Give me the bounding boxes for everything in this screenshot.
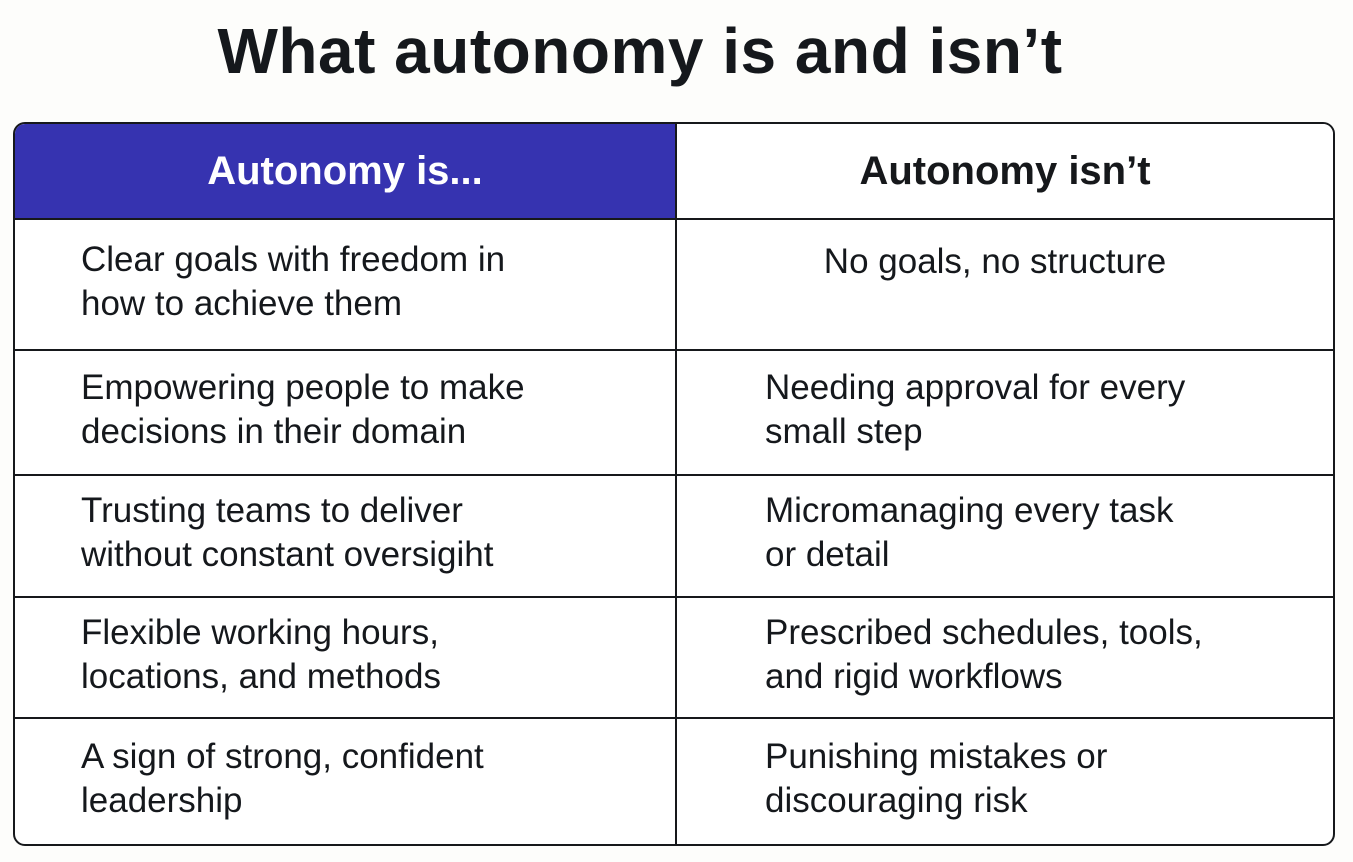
header-label: Autonomy isn’t (859, 149, 1151, 193)
table-cell-isnt: No goals, no structure (677, 220, 1333, 351)
table-cell-isnt: Prescribed schedules, tools, and rigid w… (677, 598, 1333, 719)
cell-text: Trusting teams to deliver without consta… (81, 491, 494, 574)
table-cell-is: Clear goals with freedom in how to achie… (15, 220, 677, 351)
header-autonomy-is: Autonomy is... (15, 124, 677, 220)
cell-text: No goals, no structure (823, 242, 1167, 281)
table-cell-is: Trusting teams to deliver without consta… (15, 476, 677, 598)
comparison-table: Autonomy is... Autonomy isn’t Clear goal… (13, 122, 1335, 846)
table-cell-is: Empowering people to make decisions in t… (15, 351, 677, 476)
cell-text: Needing approval for every small step (765, 367, 1186, 451)
table-cell-isnt: Needing approval for every small step (677, 351, 1333, 476)
page-title: What autonomy is and isn’t (217, 15, 1063, 87)
header-label: Autonomy is... (207, 149, 483, 193)
table-cell-isnt: Punishing mistakes or discouraging risk (677, 719, 1333, 844)
cell-text: Empowering people to make decisions in t… (81, 367, 525, 451)
cell-text: Punishing mistakes or discouraging risk (765, 736, 1108, 820)
header-autonomy-isnt: Autonomy isn’t (677, 124, 1333, 220)
table-cell-is: A sign of strong, confident leadership (15, 719, 677, 844)
cell-text: A sign of strong, confident leadership (81, 736, 484, 820)
table-cell-isnt: Micromanaging every task or detail (677, 476, 1333, 598)
cell-text: Prescribed schedules, tools, and rigid w… (765, 612, 1203, 696)
table-cell-is: Flexible working hours, locations, and m… (15, 598, 677, 719)
cell-text: Micromanaging every task or detail (765, 491, 1174, 574)
cell-text: Flexible working hours, locations, and m… (81, 612, 441, 696)
cell-text: Clear goals with freedom in how to achie… (81, 239, 506, 323)
